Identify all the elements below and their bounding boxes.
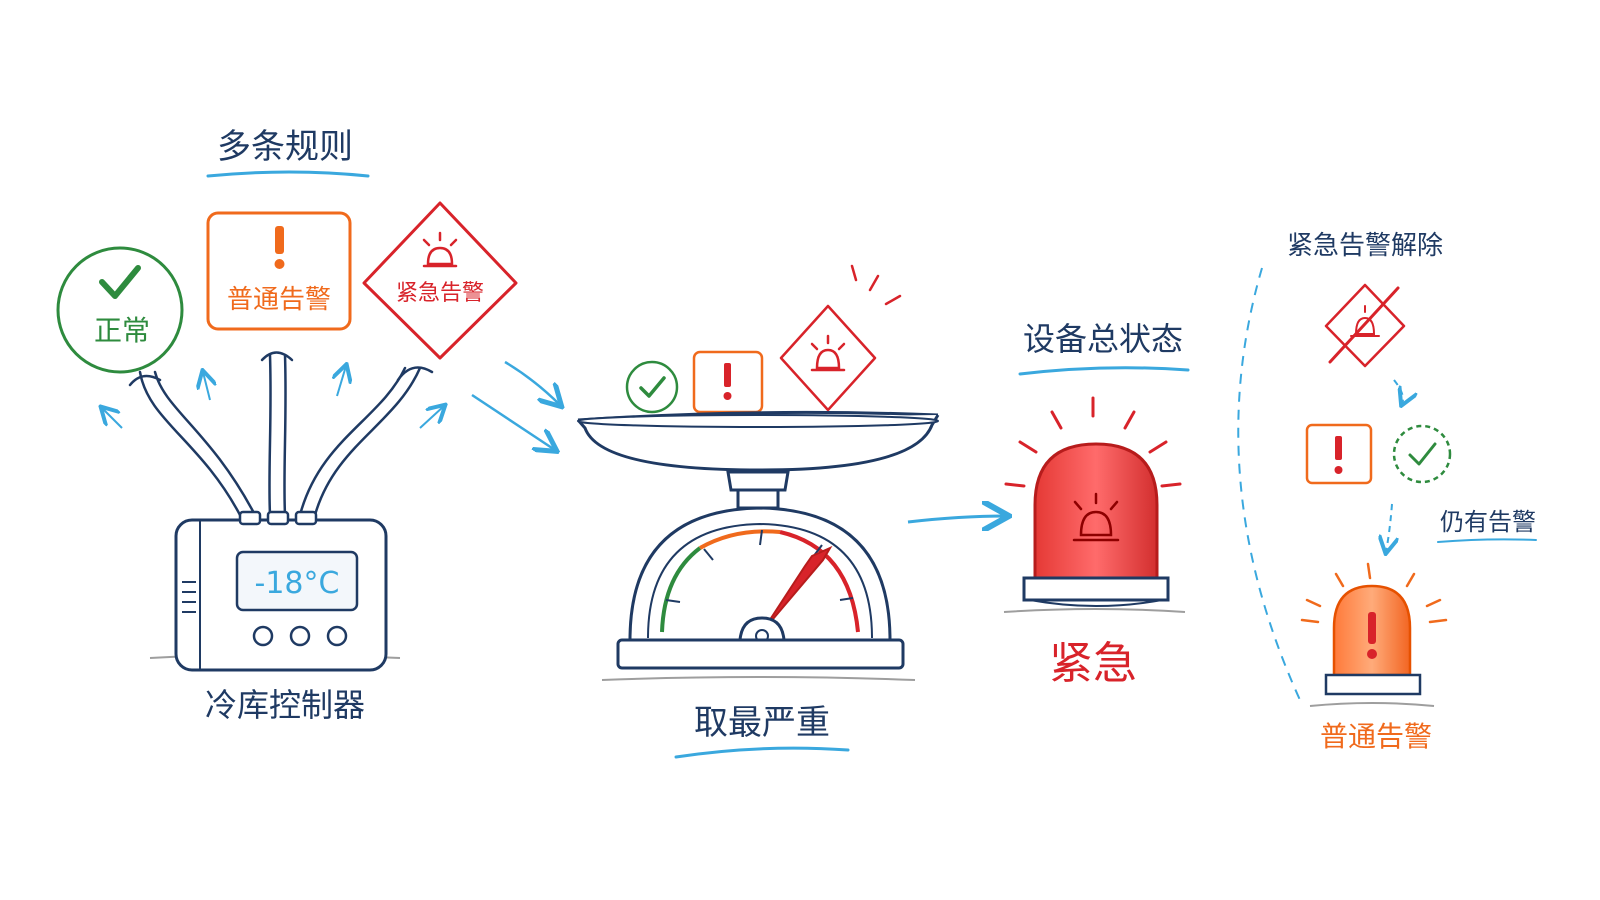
check-icon: [1408, 442, 1437, 466]
remaining-normal-token: [1392, 424, 1452, 484]
clearance-title: 紧急告警解除: [1287, 231, 1443, 261]
siren-icon: [810, 334, 846, 372]
gauge-needle: [761, 545, 833, 633]
orange-siren-rays: [1300, 562, 1448, 624]
pan-warning-token: [692, 350, 764, 414]
device-status-title: 设备总状态: [1023, 320, 1183, 358]
check-icon: [99, 265, 141, 299]
scale-label-underline: [674, 746, 850, 759]
scale: 取最严重: [576, 264, 940, 759]
exclamation-icon: [274, 226, 285, 269]
device-status-value: 紧急: [1049, 638, 1137, 689]
flow-arrow-to-status: [907, 516, 1006, 522]
red-siren-icon: [1003, 442, 1186, 613]
cleared-emergency-sign: [1324, 283, 1406, 368]
clear-arrow-1: [1393, 379, 1403, 404]
exclamation-icon: [723, 363, 732, 400]
still-alarm-label: 仍有告警: [1440, 508, 1536, 536]
alert-rays: [850, 264, 902, 306]
controller-buttons: [252, 625, 348, 647]
clearance-result: 普通告警: [1320, 720, 1432, 753]
emergency-label: 紧急告警: [396, 281, 484, 306]
exclamation-icon: [1367, 612, 1377, 659]
rules-title: 多条规则: [217, 127, 353, 167]
check-icon: [639, 376, 666, 398]
still-alarm-underline: [1437, 538, 1537, 543]
controller: -18°C 冷库控制器: [149, 510, 401, 724]
gauge-ticks: [665, 529, 854, 603]
emergency-sign: 紧急告警: [362, 201, 518, 360]
device-status-underline: [1018, 366, 1190, 376]
normal-label: 正常: [94, 314, 150, 347]
warning-sign: 普通告警: [206, 211, 352, 331]
scale-label: 取最严重: [694, 703, 830, 743]
flow-arrows-to-scale: [471, 360, 560, 450]
red-siren-rays: [1004, 396, 1182, 488]
device-status: 设备总状态 紧急: [1003, 320, 1190, 689]
controller-label: 冷库控制器: [205, 686, 365, 724]
sign-stems: [128, 351, 434, 517]
rules-title-underline: [206, 170, 370, 178]
controller-display: -18°C: [255, 566, 340, 601]
pan-normal-token: [625, 360, 679, 414]
warning-label: 普通告警: [227, 285, 331, 315]
remaining-warning-token: [1305, 423, 1373, 485]
controller-vent: [182, 581, 196, 613]
orange-siren-icon: [1309, 584, 1435, 707]
rules-group: 多条规则 正常 普通告警 紧急: [56, 127, 518, 517]
exclamation-icon: [1334, 436, 1343, 474]
clearance-panel: 紧急告警解除 仍有告警: [1237, 231, 1537, 753]
rules-sparks: [102, 366, 444, 429]
clear-arrow-2: [1386, 503, 1392, 552]
normal-sign: 正常: [56, 246, 184, 374]
dashed-divider: [1237, 267, 1301, 701]
siren-icon: [422, 231, 458, 268]
cross-out-line: [1328, 286, 1400, 364]
controller-ports: [238, 510, 318, 526]
pan-emergency-token: [779, 264, 902, 412]
